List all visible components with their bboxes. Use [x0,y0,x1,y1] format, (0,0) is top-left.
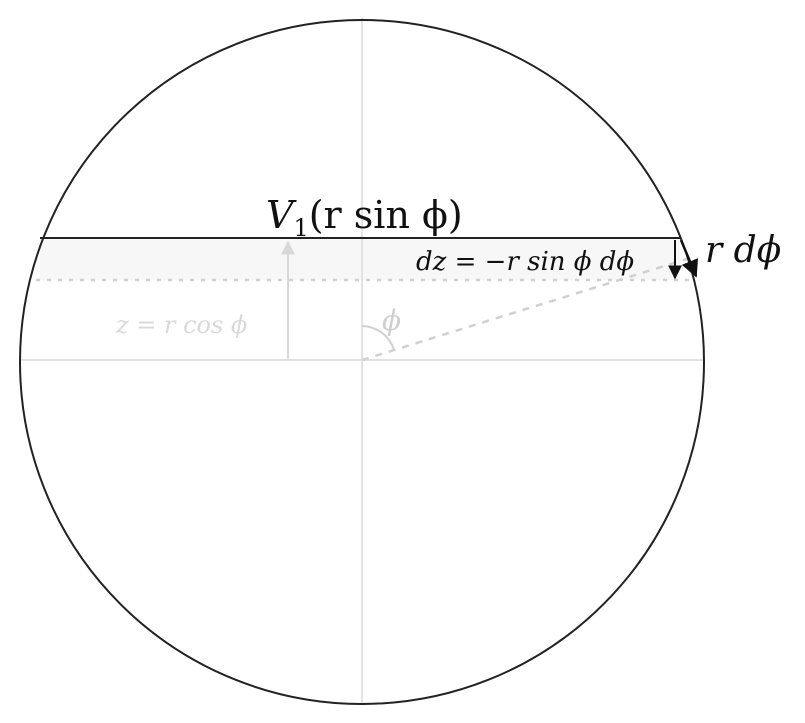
slab-shading [40,238,680,280]
dz-label: dz = −r sin ϕ dϕ [416,247,634,277]
rdphi-arrow [679,239,699,278]
phi-label: ϕ [382,304,401,337]
sphere-outline [19,19,705,705]
rdphi-label: r dϕ [705,230,781,271]
z-label: z = r cos ϕ [115,311,247,339]
phi-angle-arc [361,325,395,351]
volume-label: V1(r sin ϕ) [266,193,463,242]
radius-dashed-line [361,256,691,362]
